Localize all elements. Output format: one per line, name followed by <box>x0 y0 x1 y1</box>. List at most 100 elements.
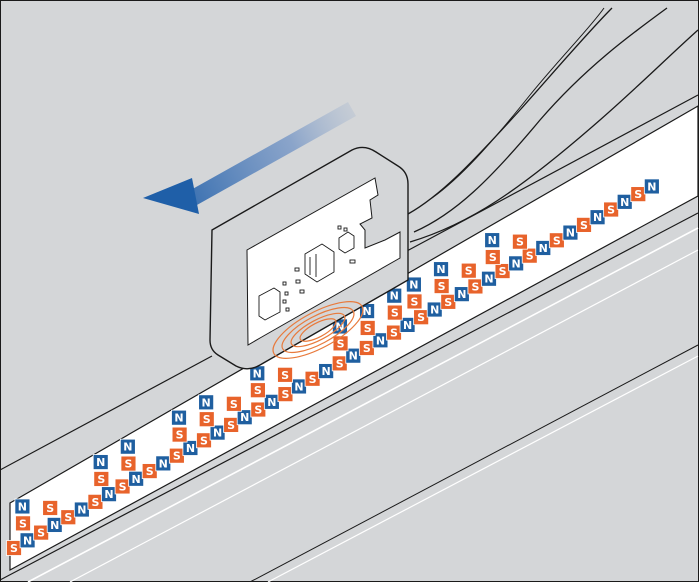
svg-text:S: S <box>438 280 446 293</box>
svg-text:N: N <box>174 412 183 425</box>
track-magnet: S <box>7 541 22 556</box>
track-magnet: N <box>319 364 334 379</box>
code-magnet: S <box>407 294 422 309</box>
svg-text:N: N <box>213 427 222 440</box>
track-magnet: S <box>386 325 401 340</box>
svg-text:S: S <box>489 251 497 264</box>
svg-text:S: S <box>230 398 238 411</box>
track-magnet: N <box>536 240 551 255</box>
svg-text:S: S <box>97 473 105 486</box>
svg-text:N: N <box>390 290 399 303</box>
svg-text:S: S <box>634 188 642 201</box>
svg-text:N: N <box>50 519 59 532</box>
code-magnet: S <box>94 471 109 486</box>
track-magnet: S <box>631 187 646 202</box>
code-magnet: S <box>512 234 527 249</box>
track-magnet: S <box>522 248 537 263</box>
track-magnet: N <box>481 271 496 286</box>
svg-text:S: S <box>391 307 399 320</box>
code-magnet: S <box>172 427 187 442</box>
track-magnet: N <box>264 394 279 409</box>
code-magnet: N <box>93 455 108 470</box>
svg-text:S: S <box>411 295 419 308</box>
track-magnet: N <box>210 425 225 440</box>
svg-text:S: S <box>146 465 154 478</box>
svg-text:S: S <box>516 236 524 249</box>
track-magnet: N <box>20 533 35 548</box>
track-magnet: S <box>196 433 211 448</box>
svg-text:N: N <box>77 504 86 517</box>
svg-text:N: N <box>436 263 445 276</box>
track-magnet: N <box>454 287 469 302</box>
track-magnet: N <box>74 502 89 517</box>
svg-text:S: S <box>417 311 425 324</box>
code-magnet: S <box>16 516 31 531</box>
svg-text:S: S <box>526 250 534 263</box>
svg-text:N: N <box>620 196 629 209</box>
code-magnet: N <box>434 262 449 277</box>
track-magnet: S <box>604 202 619 217</box>
track-magnet: S <box>115 479 130 494</box>
track-magnet: S <box>169 448 184 463</box>
track-magnet: S <box>468 279 483 294</box>
track-magnet: N <box>617 194 632 209</box>
svg-text:S: S <box>173 450 181 463</box>
code-magnet: S <box>226 396 241 411</box>
track-magnet: S <box>495 264 510 279</box>
svg-text:S: S <box>91 496 99 509</box>
svg-text:S: S <box>10 542 18 555</box>
track-magnet: S <box>61 510 76 525</box>
code-magnet: N <box>171 410 186 425</box>
track-magnet: N <box>291 379 306 394</box>
track-magnet: N <box>237 410 252 425</box>
svg-text:S: S <box>37 527 45 540</box>
svg-text:N: N <box>23 534 32 547</box>
code-magnet: S <box>250 383 265 398</box>
svg-text:S: S <box>64 511 72 524</box>
svg-text:N: N <box>202 396 211 409</box>
svg-text:S: S <box>281 388 289 401</box>
svg-text:N: N <box>430 304 439 317</box>
svg-text:N: N <box>240 411 249 424</box>
svg-text:S: S <box>553 234 561 247</box>
svg-text:S: S <box>119 480 127 493</box>
track-magnet: S <box>34 525 49 540</box>
track-magnet: S <box>278 387 293 402</box>
code-magnet: S <box>461 263 476 278</box>
track-magnet: S <box>332 356 347 371</box>
code-magnet: S <box>199 412 214 427</box>
svg-text:S: S <box>444 296 452 309</box>
svg-text:S: S <box>336 357 344 370</box>
code-magnet: S <box>278 367 293 382</box>
svg-text:N: N <box>123 441 132 454</box>
code-magnet: S <box>121 456 136 471</box>
code-magnet: N <box>485 233 500 248</box>
svg-text:S: S <box>390 327 398 340</box>
track-magnet: N <box>47 517 62 532</box>
svg-text:N: N <box>159 457 168 470</box>
track-magnet: N <box>427 302 442 317</box>
svg-text:N: N <box>539 242 548 255</box>
svg-text:N: N <box>349 350 358 363</box>
svg-text:S: S <box>364 322 372 335</box>
svg-text:S: S <box>465 265 473 278</box>
svg-text:S: S <box>124 458 132 471</box>
svg-text:N: N <box>294 380 303 393</box>
track-magnet: N <box>129 471 144 486</box>
svg-text:S: S <box>309 373 317 386</box>
code-magnet: S <box>434 279 449 294</box>
svg-text:N: N <box>566 227 575 240</box>
track-magnet: S <box>359 340 374 355</box>
svg-text:S: S <box>363 342 371 355</box>
svg-text:N: N <box>186 442 195 455</box>
svg-text:S: S <box>176 429 184 442</box>
svg-text:N: N <box>253 367 262 380</box>
code-magnet: S <box>387 305 402 320</box>
track-magnet: N <box>101 487 116 502</box>
svg-text:N: N <box>647 180 656 193</box>
svg-text:N: N <box>488 234 497 247</box>
track-magnet: S <box>414 310 429 325</box>
svg-text:S: S <box>580 219 588 232</box>
svg-text:N: N <box>104 488 113 501</box>
